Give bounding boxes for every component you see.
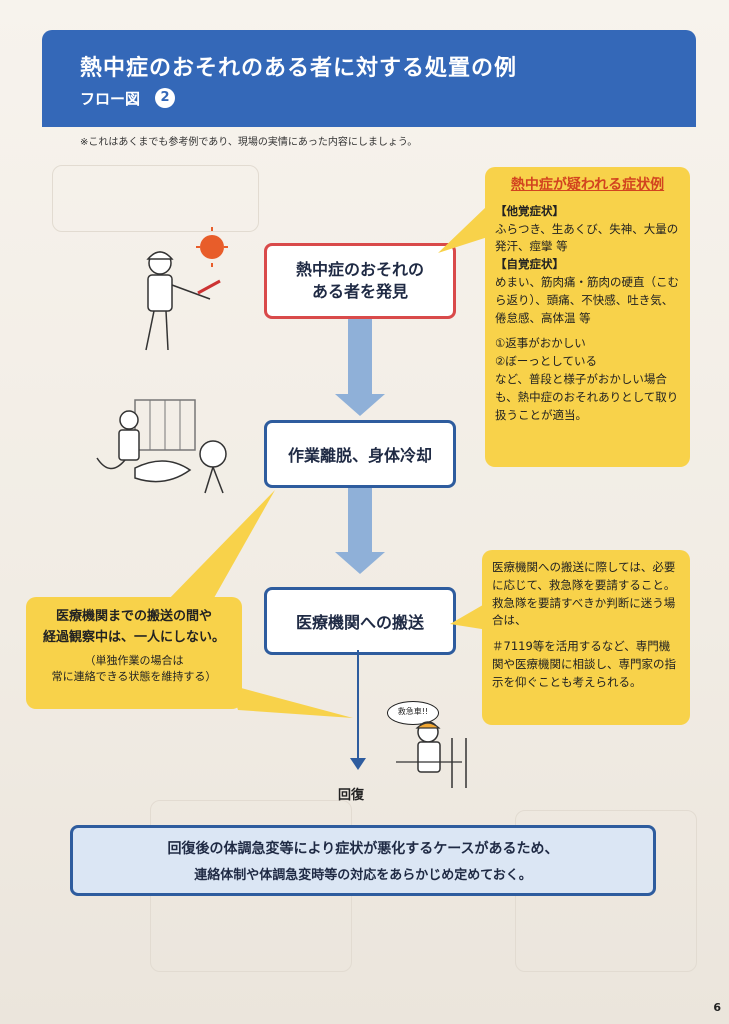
self-symptoms-text: めまい、筋肉痛・筋肉の硬直（こむら返り）、頭痛、不快感、吐き気、倦怠感、高体温 … xyxy=(495,274,679,325)
observe-callout-tail-right xyxy=(230,685,353,718)
recovery-label: 回復 xyxy=(338,788,365,803)
transport-callout-tail xyxy=(450,602,488,630)
flow-arrow-1 xyxy=(348,316,372,396)
observation-line-1: 医療機関までの搬送の間や xyxy=(55,609,212,624)
symptom-item-1: ①返事がおかしい xyxy=(495,336,586,351)
cooling-worker-illustration xyxy=(96,399,227,494)
bottom-banner: 回復後の体調急変等により症状が悪化するケースがあるため、 連絡体制や体調急変時等… xyxy=(70,825,656,896)
reference-note: ※これはあくまでも参考例であり、現場の実情にあった内容にしましょう。 xyxy=(80,137,418,148)
page-number: 6 xyxy=(713,1001,721,1014)
cooling-step-label: 作業離脱、身体冷却 xyxy=(287,446,432,465)
transport-note-para-1: 医療機関への搬送に際しては、必要に応じて、救急隊を要請すること。 xyxy=(492,560,676,592)
symptoms-callout-tail xyxy=(438,207,494,253)
transport-step-label: 医療機関への搬送 xyxy=(295,613,424,632)
flow-arrow-2-head xyxy=(335,552,385,574)
discover-step-box: 熱中症のおそれの ある者を発見 xyxy=(264,243,456,319)
observation-sub-2: 常に連絡できる状態を維持する） xyxy=(51,670,217,684)
discover-line-1: 熱中症のおそれの xyxy=(295,259,424,279)
bottom-banner-line-1: 回復後の体調急変等により症状が悪化するケースがあるため、 xyxy=(167,841,559,857)
recovery-arrow-head xyxy=(350,758,366,770)
symptom-item-2: ②ぼーっとしている xyxy=(495,354,597,369)
recovery-arrow-line xyxy=(357,650,359,762)
observation-line-2: 経過観察中は、一人にしない。 xyxy=(42,629,225,645)
bleed-through-box xyxy=(52,165,259,232)
flow-number-badge: 2 xyxy=(155,88,175,108)
flow-arrow-2 xyxy=(348,485,372,553)
transport-note-para-3: ＃7119等を活用するなど、専門機関や医療機関に相談し、専門家の指示を仰ぐことも… xyxy=(492,639,676,689)
discover-line-2: ある者を発見 xyxy=(311,282,408,301)
symptoms-conclusion: など、普段と様子がおかしい場合も、熱中症のおそれありとして取り扱うことが適当。 xyxy=(495,372,679,422)
bottom-banner-line-2: 連絡体制や体調急変時等の対応をあらかじめ定めておく。 xyxy=(194,868,532,883)
page-title: 熱中症のおそれのある者に対する処置の例 xyxy=(80,56,518,81)
symptoms-callout: 熱中症が疑われる症状例 【他覚症状】 ふらつき、生あくび、失神、大量の発汗、痙攣… xyxy=(485,167,690,467)
observe-callout-tail xyxy=(165,490,275,605)
dizzy-worker-illustration xyxy=(145,227,228,351)
other-symptoms-text: ふらつき、生あくび、失神、大量の発汗、痙攣 等 xyxy=(495,221,679,254)
observation-sub-1: （単独作業の場合は xyxy=(84,653,184,667)
transport-step-box: 医療機関への搬送 xyxy=(264,587,456,655)
transport-note-para-2: 救急隊を要請すべきか判断に迷う場合は、 xyxy=(492,595,676,628)
header-bar xyxy=(42,30,696,127)
cooling-step-box: 作業離脱、身体冷却 xyxy=(264,420,456,488)
speech-bubble: 救急車!! xyxy=(387,701,439,725)
calling-worker-illustration xyxy=(396,721,467,788)
symptoms-title: 熱中症が疑われる症状例 xyxy=(510,177,665,193)
flow-arrow-1-head xyxy=(335,394,385,416)
other-symptoms-heading: 【他覚症状】 xyxy=(495,203,564,218)
self-symptoms-heading: 【自覚症状】 xyxy=(495,257,564,272)
observation-callout: 医療機関までの搬送の間や 経過観察中は、一人にしない。 （単独作業の場合は 常に… xyxy=(26,597,242,709)
transport-callout: 医療機関への搬送に際しては、必要に応じて、救急隊を要請すること。 救急隊を要請す… xyxy=(482,550,690,725)
page-subtitle: フロー図 xyxy=(80,90,141,108)
